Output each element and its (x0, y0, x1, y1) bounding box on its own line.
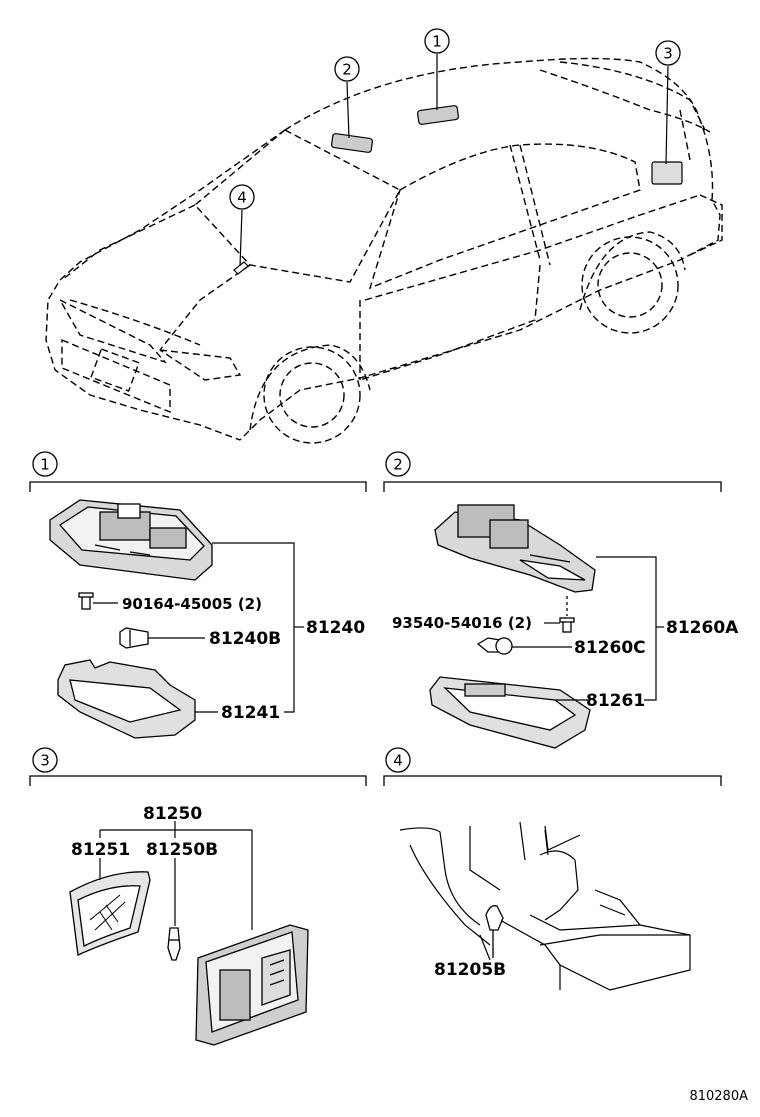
section-3-parts (69, 871, 309, 1046)
luggage-lamp-housing (195, 924, 309, 1046)
svg-text:4: 4 (237, 189, 247, 207)
assembly-2-part-number: 81260A (666, 618, 739, 638)
callout-1: 1 (424, 28, 450, 54)
section-header-1: 1 (29, 451, 367, 492)
screw-2-part-number: 93540-54016 (2) (392, 614, 532, 632)
lens-2 (429, 676, 591, 749)
lens-2-part-number: 81261 (586, 691, 645, 711)
luggage-lamp-marker-3 (651, 161, 683, 185)
svg-text:4: 4 (393, 752, 403, 770)
car-lamp-markers (233, 105, 683, 275)
lens-1-part-number: 81241 (221, 703, 280, 723)
bulb-1-part-number: 81240B (209, 629, 281, 649)
assembly-1-part-number: 81240 (306, 618, 365, 638)
section-header-4: 4 (383, 747, 722, 786)
svg-text:2: 2 (342, 61, 352, 79)
screw-1 (78, 592, 94, 610)
lens-3-part-number: 81251 (71, 840, 130, 860)
assembly-3-part-number: 81250 (143, 804, 202, 824)
screw-2 (559, 596, 575, 633)
bulb-2-part-number: 81260C (574, 638, 646, 658)
section-header-3: 3 (29, 747, 367, 786)
svg-text:2: 2 (393, 456, 403, 474)
section-4-parts (399, 821, 691, 991)
section-header-2: 2 (383, 451, 722, 492)
bulb-3-part-number: 81250B (146, 840, 218, 860)
svg-text:3: 3 (663, 45, 673, 63)
bulb-2 (476, 637, 513, 655)
section-2-parts (429, 504, 596, 749)
luggage-lamp-lens (69, 871, 151, 956)
diagram-reference: 810280A (689, 1089, 748, 1104)
lamp-4-part-number: 81205B (434, 960, 506, 980)
roof-lamp-marker-1 (417, 105, 459, 125)
map-lamp-housing (434, 504, 596, 593)
foot-lamp-marker-4 (233, 261, 249, 275)
callout-4: 4 (229, 184, 255, 210)
svg-text:1: 1 (432, 33, 442, 51)
callout-3: 3 (655, 40, 681, 66)
foot-lamp (485, 905, 504, 958)
screw-1-part-number: 90164-45005 (2) (122, 595, 262, 613)
lens-1 (57, 659, 196, 739)
callout-2: 2 (334, 56, 360, 82)
roof-lamp-marker-2 (331, 133, 373, 153)
room-lamp-housing (49, 499, 213, 581)
luggage-lamp-bulb (167, 927, 181, 961)
svg-text:1: 1 (40, 456, 50, 474)
section-1-parts (49, 499, 213, 739)
car-illustration (45, 57, 723, 444)
bulb-1 (119, 627, 149, 649)
svg-text:3: 3 (40, 752, 50, 770)
